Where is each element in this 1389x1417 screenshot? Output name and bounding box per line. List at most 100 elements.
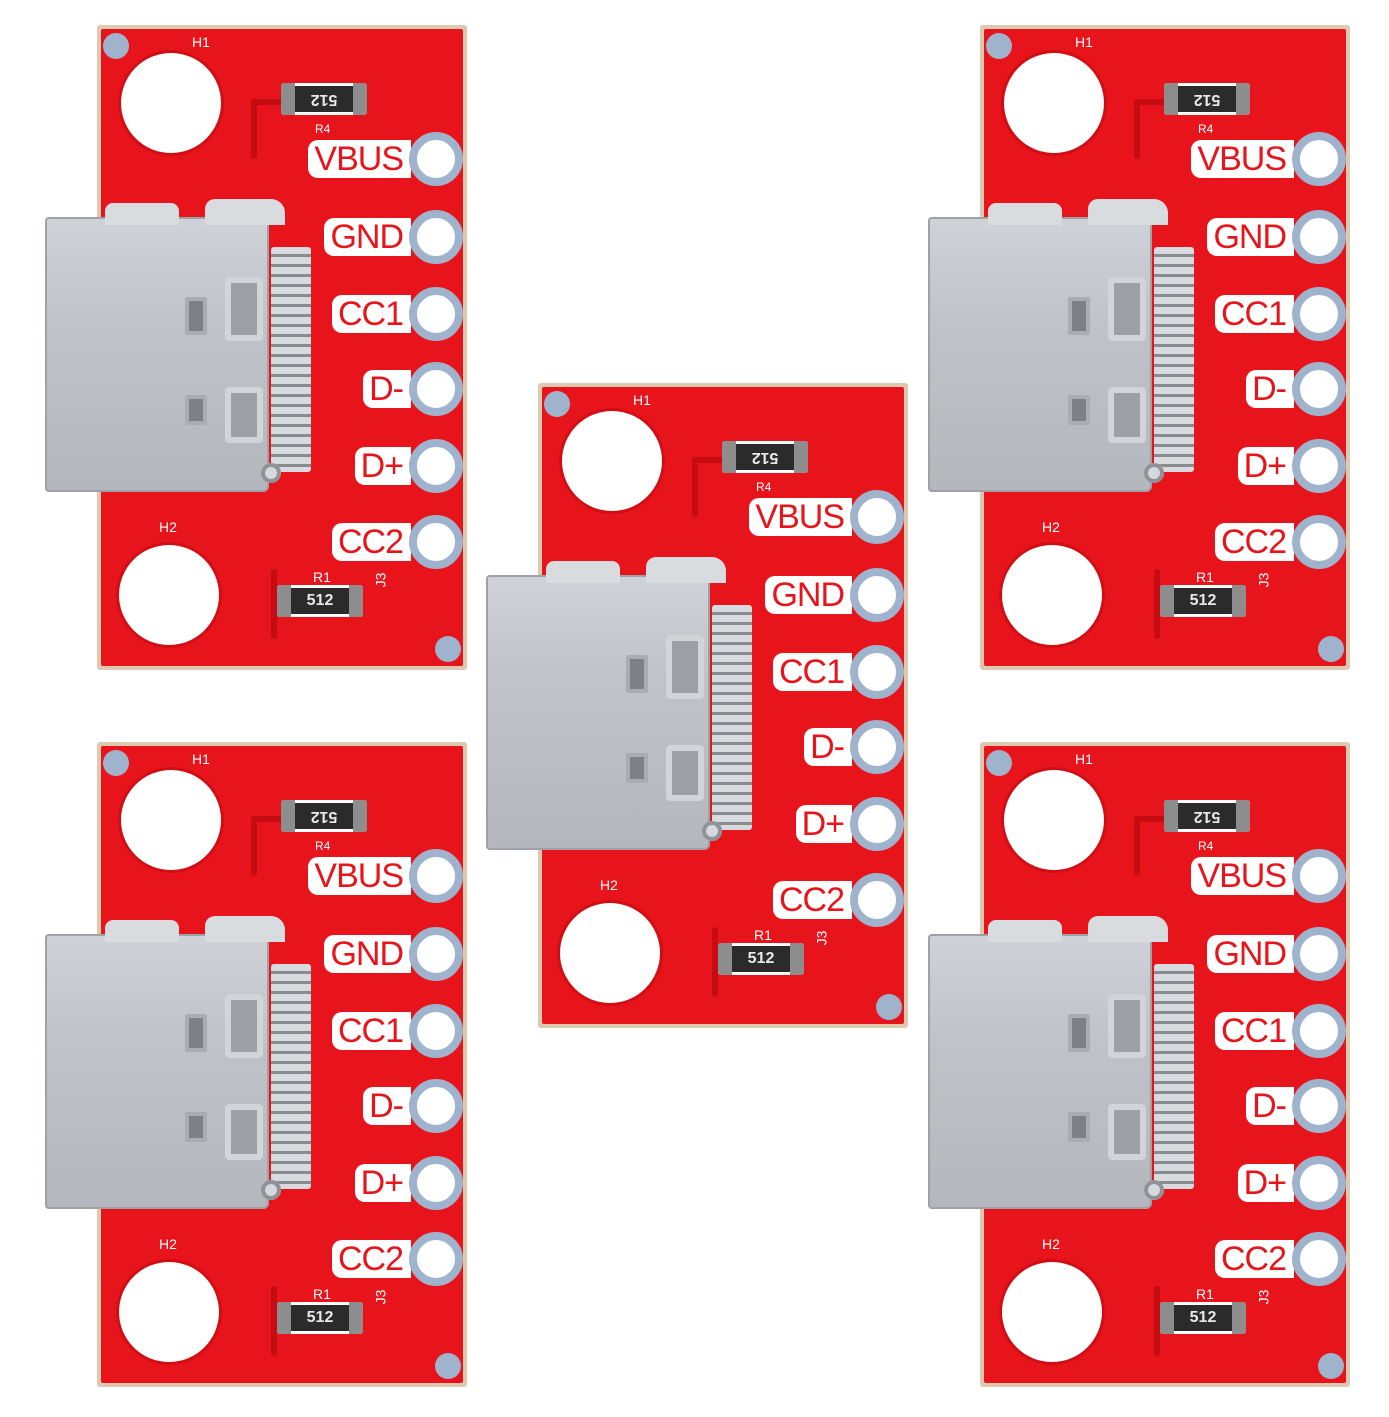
pin-label: VBUS [308,140,411,178]
pin-label: D- [804,728,852,766]
pin-pad [850,490,904,544]
pin-label: CC2 [331,1240,411,1278]
pin-row: CC2 [1214,515,1346,569]
pin-pad [409,515,463,569]
silk-h2: H2 [1042,1236,1060,1252]
mounting-hole-h2 [1002,545,1102,645]
silk-h1: H1 [1075,751,1093,767]
pin-row: CC2 [331,1232,463,1286]
silk-j3: J3 [1255,572,1272,588]
pin-pad [409,439,463,493]
fiducial-bottom [1318,1353,1344,1379]
resistor-r1: 512 [277,585,363,617]
pin-pad [850,645,904,699]
pin-pad [409,210,463,264]
resistor-code: 512 [310,808,338,825]
pin-row: CC1 [1214,287,1346,341]
trace [1134,99,1174,105]
resistor-code: 512 [306,592,334,609]
pin-row: D- [363,1079,463,1133]
mounting-hole-h1 [121,53,221,153]
pin-pad [409,1079,463,1133]
connector-pins [712,605,752,830]
pin-pad [409,1004,463,1058]
mounting-hole-h2 [560,903,660,1003]
fiducial-bottom [1318,636,1344,662]
pin-pad [1292,927,1346,981]
pin-pad [1292,439,1346,493]
silk-r1: R1 [313,569,331,585]
silk-r4: R4 [1198,839,1214,853]
silk-r4: R4 [315,122,331,136]
connector-tab [1144,463,1164,483]
pin-label: GND [1207,218,1294,256]
pin-pad [1292,132,1346,186]
fiducial-top [986,750,1012,776]
pin-pad [1292,1004,1346,1058]
pin-pad [1292,1156,1346,1210]
pin-label: CC1 [1214,295,1294,333]
pin-label: CC2 [1214,523,1294,561]
pin-label: CC1 [772,653,852,691]
pin-label: GND [324,935,411,973]
resistor-r4: 512 [281,83,367,115]
silk-h1: H1 [633,392,651,408]
resistor-r4: 512 [722,441,808,473]
pin-row: VBUS [749,490,904,544]
pin-row: D+ [795,797,904,851]
pin-pad [1292,210,1346,264]
pin-pad [850,568,904,622]
connector-tab [261,463,281,483]
pin-pad [409,132,463,186]
pin-pad [409,849,463,903]
resistor-code: 512 [306,1309,334,1326]
mounting-hole-h1 [1004,770,1104,870]
silk-h1: H1 [192,751,210,767]
pin-row: VBUS [308,849,463,903]
resistor-code: 512 [310,91,338,108]
silk-j3: J3 [1255,1289,1272,1305]
resistor-code: 512 [1193,808,1221,825]
pin-row: CC2 [331,515,463,569]
pin-row: VBUS [308,132,463,186]
pin-label: GND [1207,935,1294,973]
pin-pad [1292,1232,1346,1286]
connector-tab [1144,1180,1164,1200]
silk-j3: J3 [372,1289,389,1305]
pin-pad [409,927,463,981]
pin-pad [850,797,904,851]
pin-label: D+ [354,1164,411,1202]
fiducial-top [986,33,1012,59]
trace [692,457,698,517]
pin-pad [850,873,904,927]
trace [271,1286,277,1356]
usb-c-receptacle [928,199,1168,492]
silk-r1: R1 [313,1286,331,1302]
connector-tab [261,1180,281,1200]
connector-pins [271,247,311,472]
resistor-r4: 512 [1164,800,1250,832]
silk-r4: R4 [315,839,331,853]
silk-h2: H2 [159,519,177,535]
pin-label: CC1 [331,1012,411,1050]
pin-label: CC1 [331,295,411,333]
connector-tab [702,821,722,841]
silk-j3: J3 [372,572,389,588]
pin-row: D+ [354,439,463,493]
pin-label: GND [324,218,411,256]
silk-h1: H1 [1075,34,1093,50]
pin-row: CC1 [331,1004,463,1058]
connector-pins [271,964,311,1189]
resistor-code: 512 [1193,91,1221,108]
pin-label: CC1 [1214,1012,1294,1050]
pin-label: D- [363,370,411,408]
trace [251,99,257,159]
pin-row: D- [1246,362,1346,416]
fiducial-bottom [876,994,902,1020]
mounting-hole-h1 [1004,53,1104,153]
resistor-r1: 512 [718,943,804,975]
pin-pad [1292,1079,1346,1133]
